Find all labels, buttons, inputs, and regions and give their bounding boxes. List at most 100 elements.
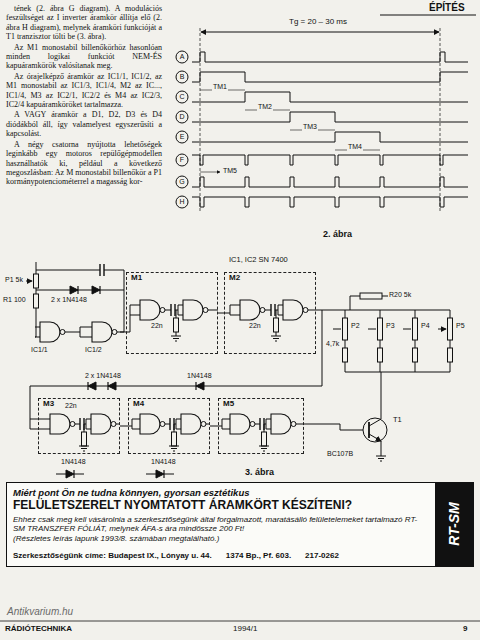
timing-diagram — [192, 72, 468, 82]
timing-diagram — [192, 92, 468, 102]
figure-number: 3. ábra — [244, 468, 275, 478]
monostable-gates — [169, 446, 179, 451]
or-diode-line — [108, 382, 116, 390]
watermark: Antikvarium.hu — [6, 606, 74, 617]
node-text: M5 — [222, 400, 235, 409]
monostable-block: M3 — [38, 398, 120, 454]
signal-name: H — [179, 198, 184, 206]
monostable-gates — [266, 414, 299, 434]
timing-diagram — [192, 197, 468, 207]
monostable-gates — [82, 432, 87, 446]
timing-diagram — [192, 177, 468, 187]
monostable-gates — [260, 418, 264, 430]
pulse-width: TM5 — [222, 167, 238, 175]
monostable-gates — [224, 305, 235, 315]
monostable-gates — [56, 474, 174, 475]
or-diode-line — [88, 382, 96, 390]
monostable-block: M5 — [218, 398, 304, 454]
gate-name: IC1/1 — [30, 346, 49, 354]
monostable-gates — [262, 432, 267, 446]
timing-diagram — [192, 112, 468, 122]
monostable-gates — [84, 424, 85, 432]
clock-generator — [87, 322, 120, 342]
transistor-symbol — [376, 438, 381, 441]
transistor-symbol — [363, 418, 387, 442]
node-text: (Részletes leírás lapunk 1993/8. számába… — [13, 534, 427, 544]
monostable-gates — [299, 424, 369, 430]
part-value: 4,7k — [325, 340, 340, 348]
monostable-gates — [78, 419, 86, 429]
part-value: R20 5k — [388, 291, 412, 299]
text-column: tének (2. ábra G diagram). A modulációs … — [6, 4, 162, 188]
clock-generator — [26, 281, 32, 282]
node-text: M2 — [228, 274, 241, 283]
pulse-width: TM2 — [257, 103, 273, 111]
potentiometer-bank — [448, 318, 453, 340]
advert-headline: FELÜLETSZERELT NYOMTATOTT ÁRAMKÖRT KÉSZÍ… — [13, 498, 427, 512]
transistor-symbol — [376, 456, 386, 461]
potentiometer-bank — [345, 310, 450, 318]
clock-generator — [100, 264, 104, 276]
footer-rule — [0, 621, 480, 622]
transistor-name: T1 — [392, 416, 403, 424]
signal-name: G — [179, 178, 184, 186]
signal-name: C — [179, 93, 184, 101]
node-text: Szerkesztőségünk címe: Budapest IX., Lón… — [13, 551, 212, 561]
monostable-gates — [178, 300, 211, 320]
monostable-gates — [45, 414, 369, 478]
monostable-gates — [235, 300, 268, 320]
clock-generator — [26, 262, 135, 342]
monostable-gates — [135, 414, 168, 434]
monostable-block: M1 — [126, 272, 218, 354]
monostable-gates — [264, 424, 265, 432]
potentiometer-bank — [413, 318, 418, 340]
transistor-symbol — [363, 372, 387, 461]
pot-name: P2 — [350, 322, 361, 330]
signal-name: B — [180, 73, 185, 81]
clock-generator — [34, 274, 39, 288]
monostable-gates — [274, 318, 279, 332]
potentiometer-bank — [448, 348, 453, 362]
timing-diagram — [176, 28, 468, 212]
or-diode-line — [196, 382, 204, 390]
potentiometer-bank — [378, 318, 383, 340]
brand-badge: RT-SM — [435, 483, 473, 566]
or-diode-line — [108, 382, 116, 390]
node-text: M3 — [42, 400, 55, 409]
clock-generator — [120, 305, 135, 332]
node-text: M1 — [130, 274, 143, 283]
node-text: 217-0262 — [305, 551, 339, 561]
monostable-gates — [271, 336, 281, 341]
node-text: M4 — [132, 400, 145, 409]
monostable-gates — [80, 418, 84, 430]
timing-diagram — [201, 32, 439, 33]
timing-diagram — [176, 131, 188, 143]
monostable-gates — [218, 419, 225, 429]
body-paragraph: A VAGY áramkör a D1, D2, D3 és D4 diódák… — [6, 110, 162, 138]
figure-number: 2. ábra — [322, 230, 353, 240]
node-text: Ehhez csak meg kell vásárolnia a szerkes… — [13, 515, 427, 534]
clock-generator — [35, 322, 68, 342]
issue-number: 1994/1 — [232, 625, 258, 634]
monostable-gates — [156, 470, 164, 478]
clock-generator — [34, 294, 39, 308]
node-text: Miért pont Ön ne tudna könnyen, gyorsan … — [13, 487, 427, 498]
timing-diagram — [192, 52, 468, 62]
diode-type: 1N4148 — [150, 458, 177, 466]
timing-diagram — [176, 71, 188, 83]
part-value: 22n — [64, 402, 78, 410]
monostable-block: M4 — [128, 398, 210, 454]
page-number: 9 — [462, 625, 468, 634]
gate-name: IC1/2 — [84, 346, 103, 354]
monostable-gates — [211, 310, 218, 311]
advert-box: Miért pont Ön ne tudna könnyen, gyorsan … — [6, 482, 474, 567]
ic-type: IC1, IC2 SN 7400 — [228, 256, 289, 264]
body-paragraph: Az M1 monostabil billenőkörhöz hasonlóan… — [6, 43, 162, 71]
monostable-gates — [258, 419, 266, 429]
part-value: 22n — [150, 322, 164, 330]
timing-diagram — [176, 111, 188, 123]
signal-name: A — [180, 53, 185, 61]
header-rule — [380, 15, 476, 16]
part-value: P1 5k — [4, 276, 24, 284]
clock-generator — [92, 286, 100, 294]
